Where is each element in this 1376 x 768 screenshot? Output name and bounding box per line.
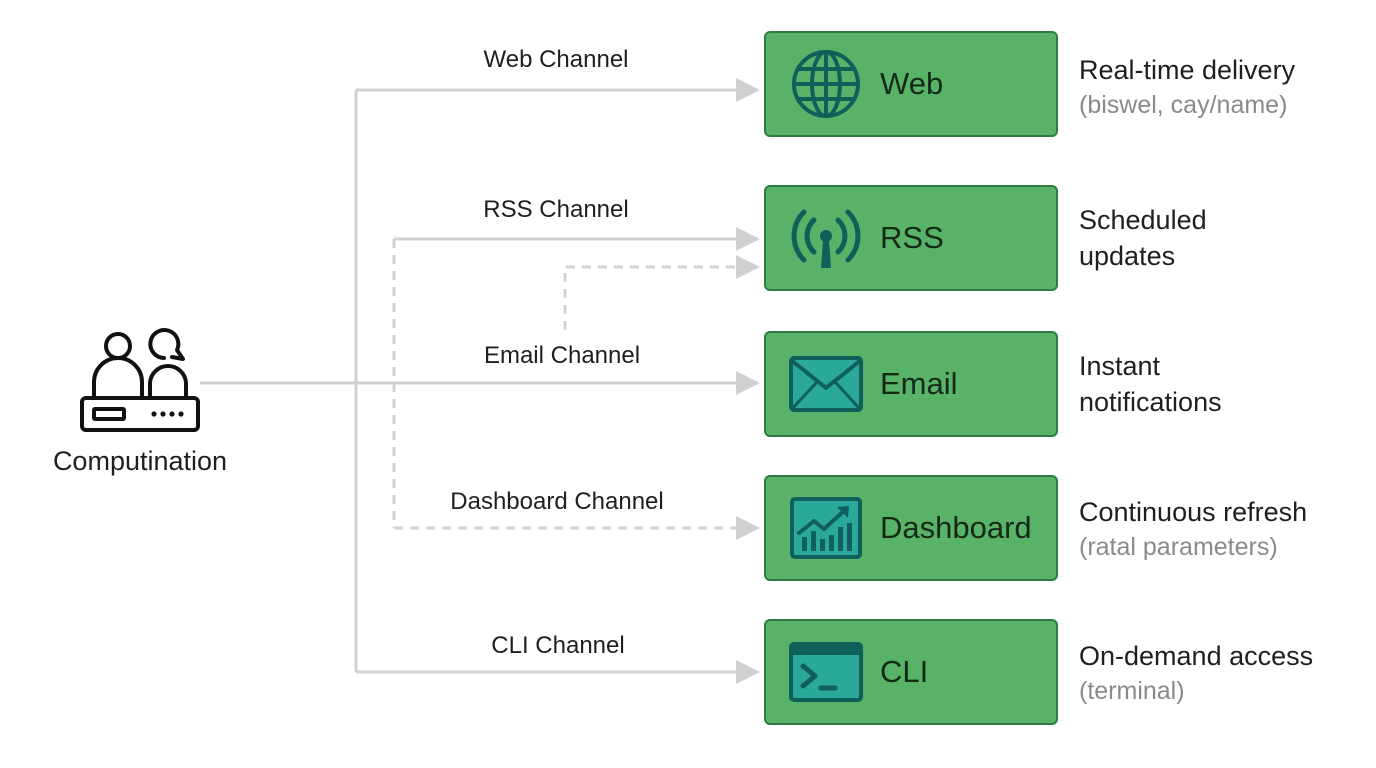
rss-channel-label: RSS Channel bbox=[483, 196, 629, 223]
web-box-label: Web bbox=[880, 66, 944, 101]
web-desc-main: Real-time delivery bbox=[1079, 55, 1296, 85]
chart-trend-icon bbox=[788, 490, 864, 566]
terminal-icon bbox=[788, 634, 864, 710]
web-desc-sub: (biswel, cay/name) bbox=[1079, 91, 1288, 119]
rss-channel-box: RSS bbox=[764, 185, 1058, 291]
email-channel-box: Email bbox=[764, 331, 1058, 437]
dashboard-desc-sub: (ratal parameters) bbox=[1079, 533, 1278, 561]
web-channel-label: Web Channel bbox=[483, 46, 629, 73]
rss-description: Scheduled updates bbox=[1079, 202, 1249, 274]
envelope-icon bbox=[788, 346, 864, 422]
rss-box-label: RSS bbox=[880, 220, 944, 255]
web-description: Real-time delivery (biswel, cay/name) bbox=[1079, 52, 1369, 122]
cli-desc-main: On-demand access bbox=[1079, 641, 1314, 671]
cli-channel-label: CLI Channel bbox=[491, 632, 625, 659]
cli-desc-sub: (terminal) bbox=[1079, 677, 1185, 705]
email-desc-main: Instant notifications bbox=[1079, 351, 1222, 417]
email-description: Instant notifications bbox=[1079, 348, 1279, 420]
dashboard-channel-label: Dashboard Channel bbox=[450, 488, 664, 515]
email-channel-label: Email Channel bbox=[483, 342, 641, 369]
dashboard-desc-main: Continuous refresh bbox=[1079, 497, 1308, 527]
cli-box-label: CLI bbox=[880, 654, 929, 689]
rss-dashed-connector bbox=[563, 255, 760, 330]
email-box-label: Email bbox=[880, 366, 958, 401]
cli-channel-box: CLI bbox=[764, 619, 1058, 725]
broadcast-antenna-icon bbox=[788, 200, 864, 276]
source-node: Computination bbox=[30, 326, 250, 477]
web-channel-box: Web bbox=[764, 31, 1058, 137]
globe-icon bbox=[788, 46, 864, 122]
dashboard-box-label: Dashboard bbox=[880, 510, 1032, 545]
cli-description: On-demand access (terminal) bbox=[1079, 638, 1369, 708]
dashboard-channel-box: Dashboard bbox=[764, 475, 1058, 581]
rss-desc-main: Scheduled updates bbox=[1079, 205, 1207, 271]
users-server-icon bbox=[80, 328, 200, 432]
dashboard-description: Continuous refresh (ratal parameters) bbox=[1079, 494, 1369, 564]
source-label: Computination bbox=[52, 446, 228, 476]
